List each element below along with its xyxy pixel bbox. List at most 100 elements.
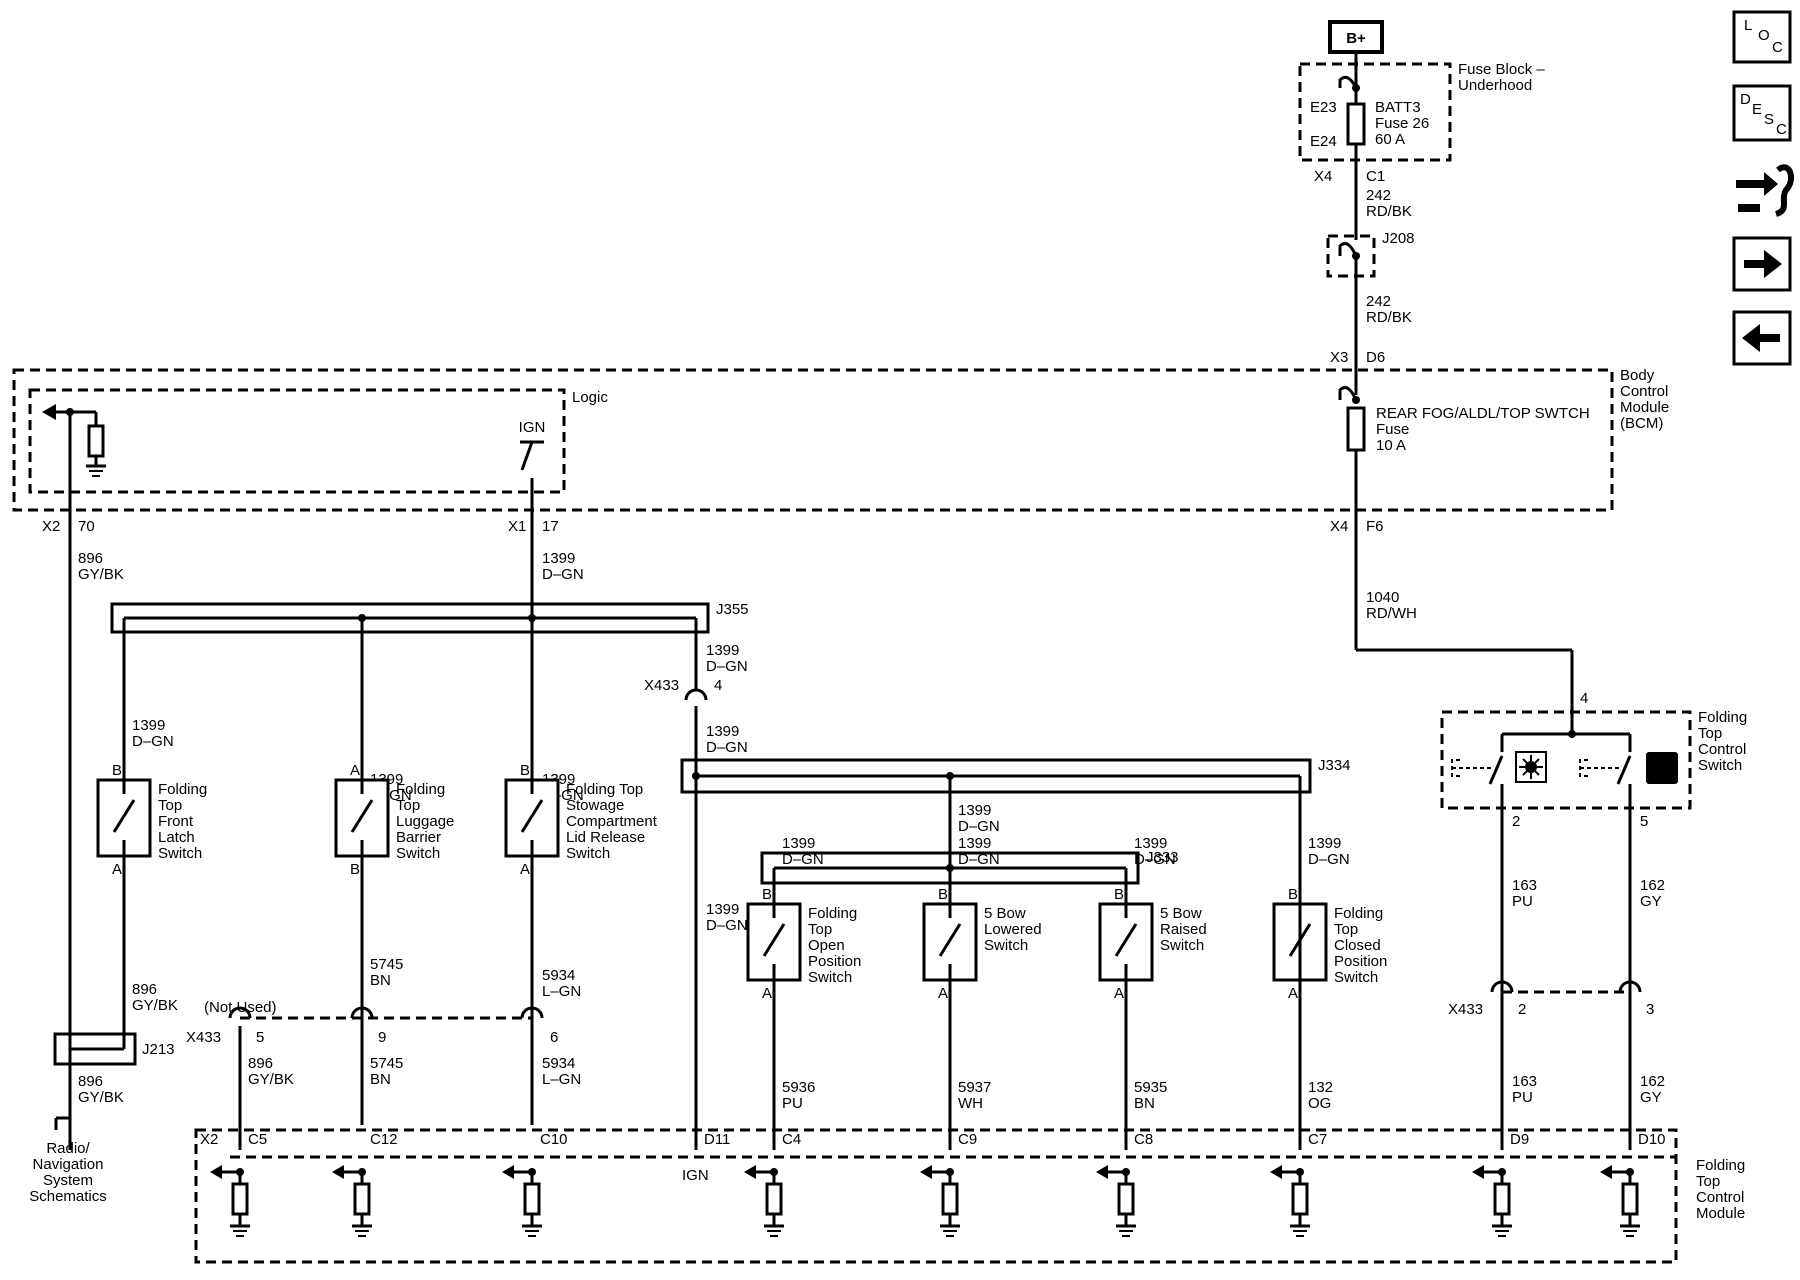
input-arrow-icon bbox=[210, 1165, 222, 1179]
switch-pin-top: B bbox=[1114, 886, 1124, 903]
switch-name-line: Folding Top bbox=[566, 781, 643, 798]
input-arrow-icon bbox=[1096, 1165, 1108, 1179]
connector-view-button[interactable] bbox=[1736, 164, 1795, 217]
switch-pin-bottom: A bbox=[762, 985, 772, 1002]
module-ign-label: IGN bbox=[682, 1167, 709, 1184]
splice-j334-bar bbox=[680, 758, 1312, 794]
switch-name-line: Switch bbox=[1160, 937, 1204, 954]
desc-letter-s: S bbox=[1764, 111, 1774, 128]
wire-163b-color: PU bbox=[1512, 1089, 1533, 1106]
desc-letter-d: D bbox=[1740, 91, 1751, 108]
b-plus-label: B+ bbox=[1346, 30, 1366, 47]
wire-896-num: 896 bbox=[78, 550, 103, 567]
fuse-rating: 60 A bbox=[1375, 131, 1405, 148]
wire-896d-num: 896 bbox=[78, 1073, 103, 1090]
fuse-batt3 bbox=[1346, 102, 1366, 146]
module-pin-8: C7 bbox=[1270, 1131, 1327, 1237]
switch-name-line: Folding bbox=[1334, 905, 1383, 922]
module-pin-label: C8 bbox=[1134, 1131, 1153, 1148]
arrow-right-connector-icon bbox=[1736, 172, 1778, 196]
splice-j213-box bbox=[53, 1032, 137, 1066]
switch-wire-bot-color: PU bbox=[782, 1095, 803, 1112]
conn-x3: X3 bbox=[1330, 349, 1348, 366]
module-label-4: Module bbox=[1696, 1205, 1745, 1222]
wire-5745-num: 5745 bbox=[370, 956, 403, 973]
switch-name-line: Luggage bbox=[396, 813, 454, 830]
fuse-rear-fog bbox=[1346, 406, 1366, 452]
logic-boundary bbox=[28, 388, 566, 494]
bcm-conn-x1: X1 bbox=[508, 518, 526, 535]
module-pin-5: C4 bbox=[744, 1131, 801, 1237]
switch-name-line: Lid Release bbox=[566, 829, 645, 846]
wire-242b-color: RD/BK bbox=[1366, 309, 1412, 326]
wire-x433-color: D–GN bbox=[706, 739, 748, 756]
wire-242-num: 242 bbox=[1366, 187, 1391, 204]
wire-162-num: 162 bbox=[1640, 877, 1665, 894]
switch-name-line: Switch bbox=[1334, 969, 1378, 986]
pulldown-resistor bbox=[353, 1182, 371, 1216]
next-button[interactable] bbox=[1732, 236, 1792, 292]
input-arrow-icon bbox=[744, 1165, 756, 1179]
pulldown-resistor bbox=[1621, 1182, 1639, 1216]
splice-j208: J208 bbox=[1382, 230, 1415, 247]
switch-name-line: Position bbox=[1334, 953, 1387, 970]
radio-label-1: Radio/ bbox=[46, 1140, 90, 1157]
wire-896c-color: GY/BK bbox=[248, 1071, 294, 1088]
wire-5745-color: BN bbox=[370, 972, 391, 989]
switch-wire-bot-color: WH bbox=[958, 1095, 983, 1112]
switch-wire-top-num: 1399 bbox=[1134, 835, 1167, 852]
pin-d6: D6 bbox=[1366, 349, 1385, 366]
splice-j208-box bbox=[1326, 234, 1376, 278]
splice-j333-bar bbox=[760, 851, 1140, 885]
module-conn-x2: X2 bbox=[200, 1131, 218, 1148]
previous-button[interactable] bbox=[1732, 310, 1792, 366]
bcm-pin-f6: F6 bbox=[1366, 518, 1384, 535]
bcm-conn-x2: X2 bbox=[42, 518, 60, 535]
conn-x433-top: X433 bbox=[644, 677, 679, 694]
module-pin-label: D11 bbox=[704, 1131, 730, 1148]
switch-pin-top: B bbox=[1288, 886, 1298, 903]
switch-name-line: Compartment bbox=[566, 813, 658, 830]
switch-name-line: Top bbox=[1334, 921, 1358, 938]
wire-5934b-num: 5934 bbox=[542, 1055, 575, 1072]
loc-letter-l: L bbox=[1744, 17, 1752, 34]
wire-896-color: GY/BK bbox=[78, 566, 124, 583]
module-label-3: Control bbox=[1696, 1189, 1744, 1206]
x433-right-pin3: 3 bbox=[1646, 1001, 1654, 1018]
splice-j333: J333 bbox=[1146, 849, 1179, 866]
switch-pin-bottom: A bbox=[112, 861, 122, 878]
conn-x433-mid: X433 bbox=[186, 1029, 221, 1046]
switch-wire-top-color: D–GN bbox=[958, 851, 1000, 868]
wire-d11-color: D–GN bbox=[706, 917, 748, 934]
loc-button[interactable]: L O C bbox=[1732, 10, 1792, 64]
bcm-pin-70: 70 bbox=[78, 518, 95, 535]
module-pin-3: C10 bbox=[502, 1131, 568, 1237]
module-pin-label: D9 bbox=[1510, 1131, 1529, 1148]
switch-name-line: Raised bbox=[1160, 921, 1207, 938]
switch-wire-top-num: 1399 bbox=[958, 835, 991, 852]
switch-name-line: Folding bbox=[808, 905, 857, 922]
switch-wire-bot-num: 5936 bbox=[782, 1079, 815, 1096]
wire-896b-num: 896 bbox=[132, 981, 157, 998]
module-pin-7: C8 bbox=[1096, 1131, 1153, 1237]
x433-pin9: 9 bbox=[378, 1029, 386, 1046]
switch-pin-top: B bbox=[112, 762, 122, 779]
bcm-ign-label: IGN bbox=[519, 419, 546, 436]
desc-letter-c: C bbox=[1776, 121, 1787, 138]
bcm-fuse-rating: 10 A bbox=[1376, 437, 1406, 454]
switch-6: BAFoldingTopClosedPositionSwitch1399D–GN… bbox=[1272, 835, 1387, 1150]
wire-d11-num: 1399 bbox=[706, 901, 739, 918]
switch-pin-bottom: A bbox=[520, 861, 530, 878]
wire-1040-color: RD/WH bbox=[1366, 605, 1417, 622]
control-switch-pin2: 2 bbox=[1512, 813, 1520, 830]
splice-j213: J213 bbox=[142, 1041, 175, 1058]
desc-button[interactable]: D E S C bbox=[1732, 84, 1792, 142]
wire-a-num: 1399 bbox=[132, 717, 165, 734]
wrench-icon bbox=[1774, 164, 1795, 217]
pulldown-resistor bbox=[1117, 1182, 1135, 1216]
wire-896c-num: 896 bbox=[248, 1055, 273, 1072]
fuse-block-label-1: Fuse Block – bbox=[1458, 61, 1545, 78]
